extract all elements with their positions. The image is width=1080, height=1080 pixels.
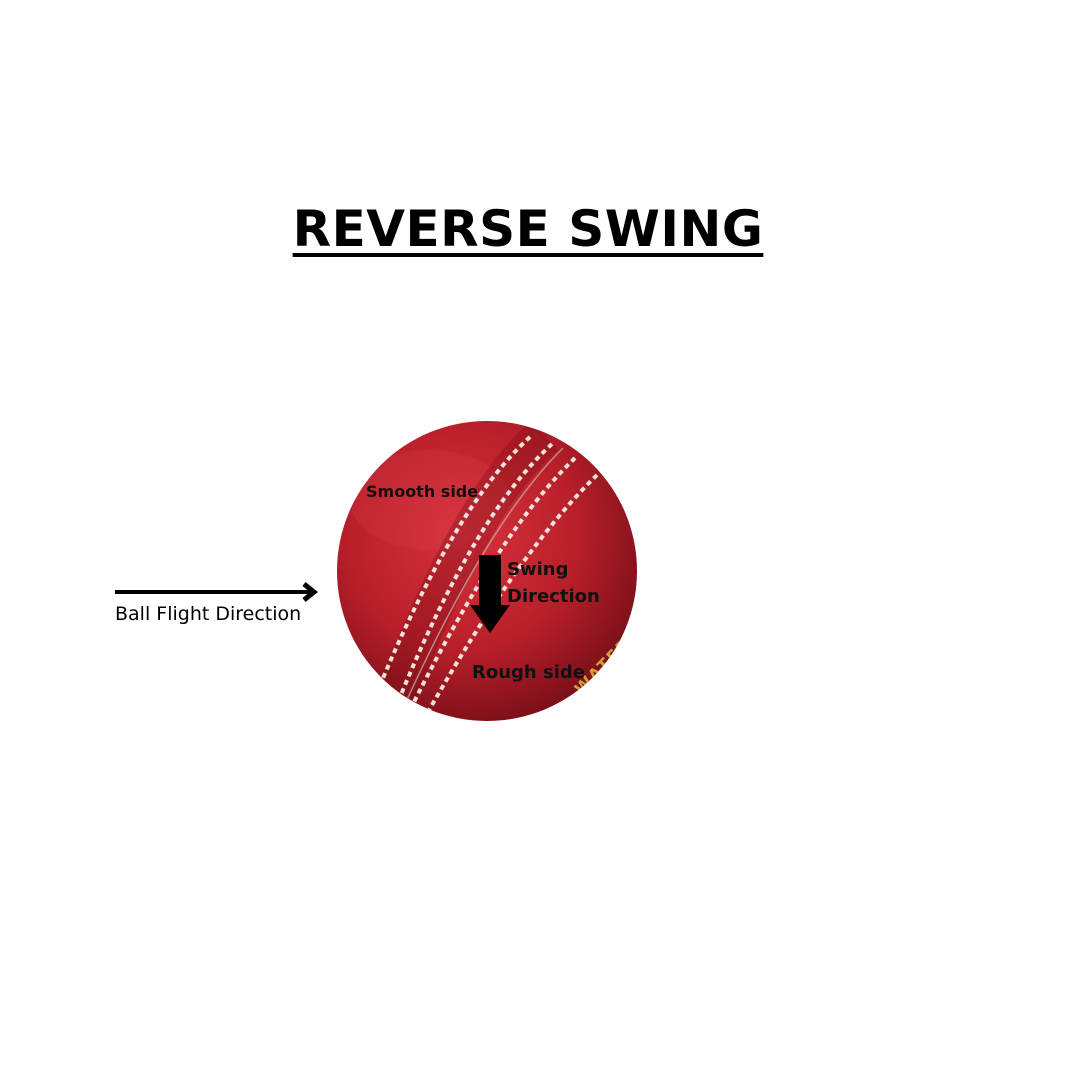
swing-label-line1: Swing xyxy=(507,559,569,580)
rough-side-label: Rough side xyxy=(472,662,585,683)
smooth-side-label: Smooth side xyxy=(366,482,479,501)
swing-label-line2: Direction xyxy=(507,586,600,607)
arrow-down-icon xyxy=(470,555,510,633)
page-title: REVERSE SWING xyxy=(292,200,764,258)
arrow-right-icon xyxy=(115,582,319,602)
swing-direction-label: Swing Direction xyxy=(507,556,600,610)
ball-flight-direction-label: Ball Flight Direction xyxy=(115,603,302,625)
